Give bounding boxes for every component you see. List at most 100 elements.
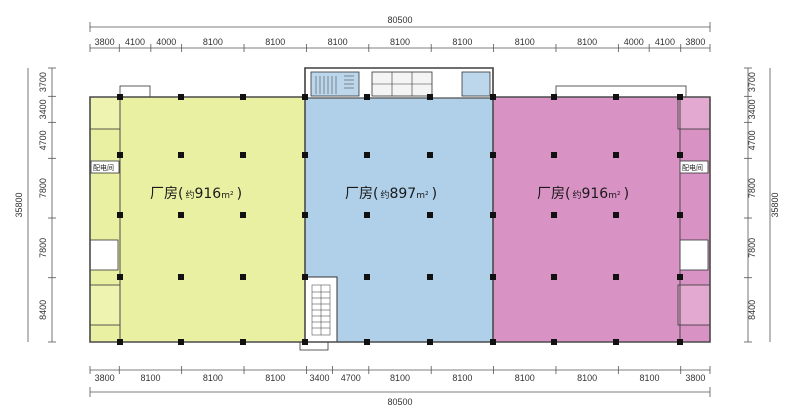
factory-left-fill bbox=[120, 97, 305, 342]
column bbox=[490, 274, 496, 280]
column bbox=[427, 94, 433, 100]
dim-segment-label: 4100 bbox=[655, 37, 675, 47]
dim-segment-label: 8100 bbox=[577, 37, 597, 47]
dim-segment-label: 8100 bbox=[640, 373, 660, 383]
column bbox=[677, 212, 683, 218]
dim-segment-label: 8400 bbox=[38, 300, 48, 320]
column bbox=[240, 94, 246, 100]
column bbox=[613, 274, 619, 280]
dim-segment-label: 7800 bbox=[38, 238, 48, 258]
dim-segment-label: 3700 bbox=[747, 72, 757, 92]
dim-segment-label: 3800 bbox=[95, 373, 115, 383]
toilet-block-top bbox=[371, 71, 433, 97]
dim-segment-label: 4100 bbox=[125, 37, 145, 47]
room-label-left: 厂房(约916m²) bbox=[150, 186, 242, 202]
column bbox=[364, 94, 370, 100]
column bbox=[677, 274, 683, 280]
dim-segment-label: 4700 bbox=[341, 373, 361, 383]
dim-segment-label: 3800 bbox=[685, 37, 705, 47]
dim-segment-label: 8100 bbox=[390, 37, 410, 47]
factory-right-fill bbox=[493, 97, 680, 342]
column bbox=[427, 152, 433, 158]
column bbox=[178, 152, 184, 158]
left-annex-details bbox=[89, 96, 121, 326]
stair-bottom-treads bbox=[311, 284, 331, 336]
column bbox=[117, 152, 123, 158]
dim-segment-label: 7800 bbox=[747, 238, 757, 258]
column bbox=[117, 94, 123, 100]
dim-top-total: 80500 bbox=[387, 15, 412, 25]
column bbox=[613, 212, 619, 218]
dim-segment-label: 3400 bbox=[38, 99, 48, 119]
column bbox=[551, 339, 557, 345]
room-label-right: 厂房(约916m²) bbox=[537, 186, 629, 202]
column bbox=[490, 152, 496, 158]
column bbox=[302, 152, 308, 158]
dim-segment-label: 4000 bbox=[156, 37, 176, 47]
distribution-room-left: 配电间 bbox=[93, 163, 114, 172]
dim-segment-label: 4700 bbox=[38, 130, 48, 150]
dim-segment-label: 3400 bbox=[309, 373, 329, 383]
column bbox=[613, 339, 619, 345]
column bbox=[240, 274, 246, 280]
column bbox=[551, 94, 557, 100]
column bbox=[364, 212, 370, 218]
column bbox=[117, 339, 123, 345]
column bbox=[240, 339, 246, 345]
column bbox=[427, 212, 433, 218]
dim-segment-label: 8100 bbox=[452, 373, 472, 383]
dim-left-total: 35800 bbox=[14, 192, 24, 217]
dim-segment-label: 3800 bbox=[685, 373, 705, 383]
column bbox=[677, 339, 683, 345]
dim-segment-label: 7800 bbox=[747, 178, 757, 198]
dim-segment-label: 8100 bbox=[265, 373, 285, 383]
dim-segment-label: 8100 bbox=[452, 37, 472, 47]
top-room-right bbox=[555, 85, 687, 98]
dim-segment-label: 8400 bbox=[747, 300, 757, 320]
column bbox=[302, 212, 308, 218]
dim-segment-label: 8100 bbox=[203, 37, 223, 47]
column bbox=[677, 152, 683, 158]
column bbox=[364, 339, 370, 345]
dim-segment-label: 8100 bbox=[577, 373, 597, 383]
dim-segment-label: 8100 bbox=[328, 37, 348, 47]
structural-columns bbox=[117, 94, 683, 345]
dim-segment-label: 8100 bbox=[515, 373, 535, 383]
dim-segment-label: 8100 bbox=[140, 373, 160, 383]
stair-treads-top bbox=[315, 75, 354, 94]
column bbox=[364, 152, 370, 158]
column bbox=[178, 274, 184, 280]
dim-segment-label: 3800 bbox=[95, 37, 115, 47]
dim-segment-label: 8100 bbox=[203, 373, 223, 383]
column bbox=[240, 212, 246, 218]
dim-segment-label: 4000 bbox=[624, 37, 644, 47]
dim-segment-label: 4700 bbox=[747, 130, 757, 150]
column bbox=[178, 339, 184, 345]
column bbox=[240, 152, 246, 158]
dim-segment-label: 8100 bbox=[265, 37, 285, 47]
dim-segment-label: 8100 bbox=[515, 37, 535, 47]
column bbox=[551, 152, 557, 158]
column bbox=[178, 212, 184, 218]
dim-bottom-segments: 3800 8100 8100 8100 3400 4700 8100 8100 8100 8100… bbox=[89, 366, 711, 383]
column bbox=[613, 152, 619, 158]
column bbox=[302, 274, 308, 280]
column bbox=[490, 94, 496, 100]
column bbox=[490, 212, 496, 218]
dim-right-total: 35800 bbox=[770, 192, 780, 217]
column bbox=[613, 94, 619, 100]
distribution-room-right: 配电间 bbox=[682, 163, 703, 172]
column bbox=[490, 339, 496, 345]
column bbox=[117, 212, 123, 218]
column bbox=[677, 94, 683, 100]
column bbox=[427, 339, 433, 345]
room-label-middle: 厂房(约897m²) bbox=[345, 186, 437, 202]
column bbox=[302, 94, 308, 100]
column bbox=[551, 212, 557, 218]
stair-top-right bbox=[461, 71, 491, 97]
top-room-left bbox=[119, 85, 151, 98]
dim-segment-label: 3400 bbox=[747, 99, 757, 119]
dim-right-segments: 3700 3400 4700 7800 7800 8400 bbox=[744, 67, 757, 343]
